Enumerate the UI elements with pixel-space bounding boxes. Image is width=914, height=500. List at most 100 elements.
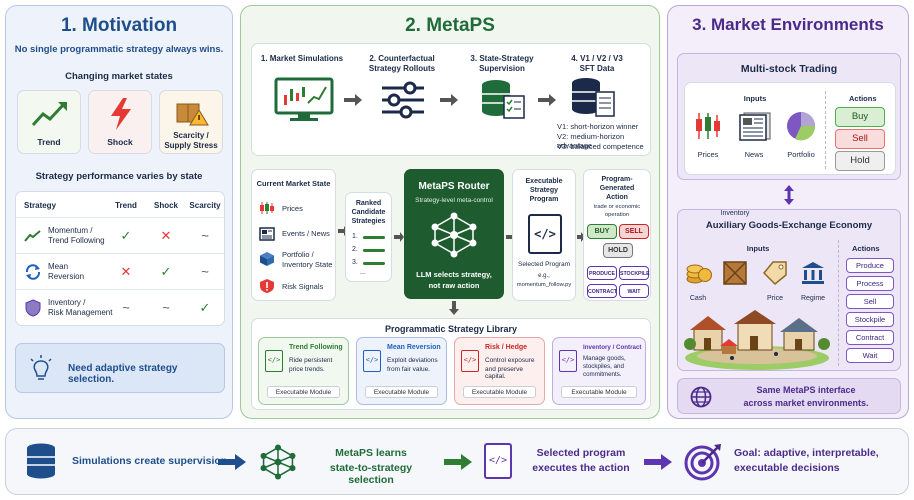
router-foot-2: not raw action <box>428 281 480 290</box>
module-tag: Executable Module <box>463 386 536 398</box>
process-button[interactable]: Process <box>846 276 894 291</box>
buy-button[interactable]: Buy <box>835 107 885 127</box>
module-desc: Ride persistent <box>289 357 333 364</box>
hold-button[interactable]: HOLD <box>603 243 633 258</box>
module-desc-2: price trends. <box>289 366 325 373</box>
stockpile-button[interactable]: Stockpile <box>846 312 894 327</box>
cell-tilde: ~ <box>201 264 209 279</box>
wait-chip[interactable]: WAIT <box>619 284 649 298</box>
summary-step-2b: state-to-strategy selection <box>329 462 413 486</box>
sell-button[interactable]: Sell <box>846 294 894 309</box>
code-file-icon: </> <box>559 350 577 372</box>
arrow-right-icon <box>394 232 404 242</box>
version-v3: V3: balanced competence <box>557 142 644 151</box>
action-title-2: Generated <box>599 185 635 192</box>
multi-input-news: News <box>744 150 764 159</box>
module-tag: Executable Module <box>365 386 438 398</box>
code-file-icon: </> <box>363 350 381 372</box>
hold-button[interactable]: Hold <box>835 151 885 171</box>
program-file: momentum_follow.py <box>516 282 572 288</box>
crate-icon <box>723 261 747 285</box>
globe-icon <box>690 386 712 408</box>
version-v2: V2: medium-horizon advantage <box>557 132 625 150</box>
module-tag: Executable Module <box>267 386 340 398</box>
arrow-right-icon <box>444 454 472 470</box>
pipeline-step-2-label: 2. Counterfactual <box>369 54 435 63</box>
ranked-item-2: 2. <box>352 246 358 253</box>
aux-input-inventory: Inventory <box>720 210 750 217</box>
produce-button[interactable]: Produce <box>846 258 894 273</box>
same-interface-box: Same MetaPS interface across market envi… <box>677 378 901 414</box>
lightbulb-icon <box>30 355 52 380</box>
multi-actions-label: Actions <box>849 94 877 103</box>
cycle-arrows-icon <box>25 264 41 280</box>
target-icon <box>684 444 721 481</box>
action-sub-2: operation <box>604 212 630 218</box>
row-name-2: Reversion <box>48 272 85 281</box>
ranked-item-3: 3. <box>352 259 358 266</box>
lightning-icon <box>111 98 131 130</box>
row-name: Mean <box>48 262 69 271</box>
market-state-portfolio-2: Inventory State <box>282 260 333 269</box>
wait-button[interactable]: Wait <box>846 348 894 363</box>
aux-input-cash: Cash <box>689 295 707 302</box>
state-card-scarcity: Scarcity / Supply Stress <box>159 90 223 154</box>
program-eg: e.g., <box>538 273 550 279</box>
sell-button[interactable]: Sell <box>835 129 885 149</box>
motivation-title: 1. Motivation <box>60 15 178 36</box>
pipeline-step-1-label: 1. Market Simulations <box>260 54 344 63</box>
cell-tilde: ~ <box>162 300 170 315</box>
table-row: Inventory / Risk Management ~ ~ ✓ <box>16 289 224 325</box>
ranked-strategies-box: Ranked Candidate Strategies 1. 2. 3. ... <box>345 192 392 282</box>
program-title-2: Strategy <box>529 187 558 194</box>
produce-chip[interactable]: PRODUCE <box>587 266 617 280</box>
market-state-events: Events / News <box>282 229 330 238</box>
row-name-2: Risk Management <box>48 308 113 317</box>
program-title-3: Program <box>529 196 559 203</box>
sell-button[interactable]: SELL <box>619 224 649 239</box>
table-row: Mean Reversion ✕ ✓ ~ <box>16 253 224 289</box>
action-sub-1: trade or economic <box>593 204 641 210</box>
pipeline-step-2-label-2: Strategy Rollouts <box>368 64 436 73</box>
module-inventory-contract: </> Inventory / Contract Manage goods, s… <box>552 337 646 405</box>
state-scarcity-label: Scarcity / <box>173 131 209 140</box>
buy-button[interactable]: BUY <box>587 224 617 239</box>
warning-shield-icon <box>260 279 274 293</box>
need-adaptive-box: Need adaptive strategy selection. <box>15 343 225 393</box>
table-header-trend: Trend <box>115 201 137 210</box>
arrow-right-icon <box>538 94 556 106</box>
trend-up-icon <box>31 102 67 127</box>
pipeline-step-4-label-2: SFT Data <box>579 64 615 73</box>
motivation-panel: 1. Motivation No single programmatic str… <box>5 5 233 419</box>
market-state-portfolio: Portfolio / <box>282 250 314 259</box>
arrow-right-icon <box>218 454 246 470</box>
cell-cross: ✕ <box>120 264 132 279</box>
aux-input-regime: Regime <box>800 295 826 302</box>
contract-button[interactable]: Contract <box>846 330 894 345</box>
ranked-title-3: Strategies <box>351 218 386 225</box>
arrow-right-icon <box>440 94 458 106</box>
price-tag-icon <box>763 261 787 285</box>
module-desc-3: commitments. <box>583 371 622 378</box>
divider <box>825 91 826 169</box>
ranked-title-2: Candidate <box>351 209 386 216</box>
contract-chip[interactable]: CONTRACT <box>587 284 617 298</box>
network-graph-icon <box>260 444 296 480</box>
ranked-item-more: ... <box>360 269 366 276</box>
institution-icon <box>802 262 824 284</box>
module-tag: Executable Module <box>561 386 637 398</box>
perf-table: Strategy Trend Shock Scarcity Momentum /… <box>15 191 225 326</box>
aux-inputs-label: Inputs <box>746 244 770 253</box>
module-name: Inventory / Contract <box>583 344 642 351</box>
row-name: Inventory / <box>48 298 86 307</box>
village-illustration <box>684 310 830 370</box>
stockpile-chip[interactable]: STOCKPILE <box>619 266 650 280</box>
network-graph-icon <box>431 212 477 258</box>
router-foot-1: LLM selects strategy, <box>416 270 492 279</box>
strategy-library-box: Programmatic Strategy Library </> Trend … <box>251 318 651 410</box>
auxiliary-economy-box: Auxiliary Goods-Exchange Economy Inputs … <box>677 209 901 371</box>
double-arrow-vertical-icon <box>784 185 794 205</box>
cell-tilde: ~ <box>122 300 130 315</box>
pipeline-step-3-label: 3. State-Strategy <box>470 54 534 63</box>
ranked-title-1: Ranked <box>355 200 382 207</box>
